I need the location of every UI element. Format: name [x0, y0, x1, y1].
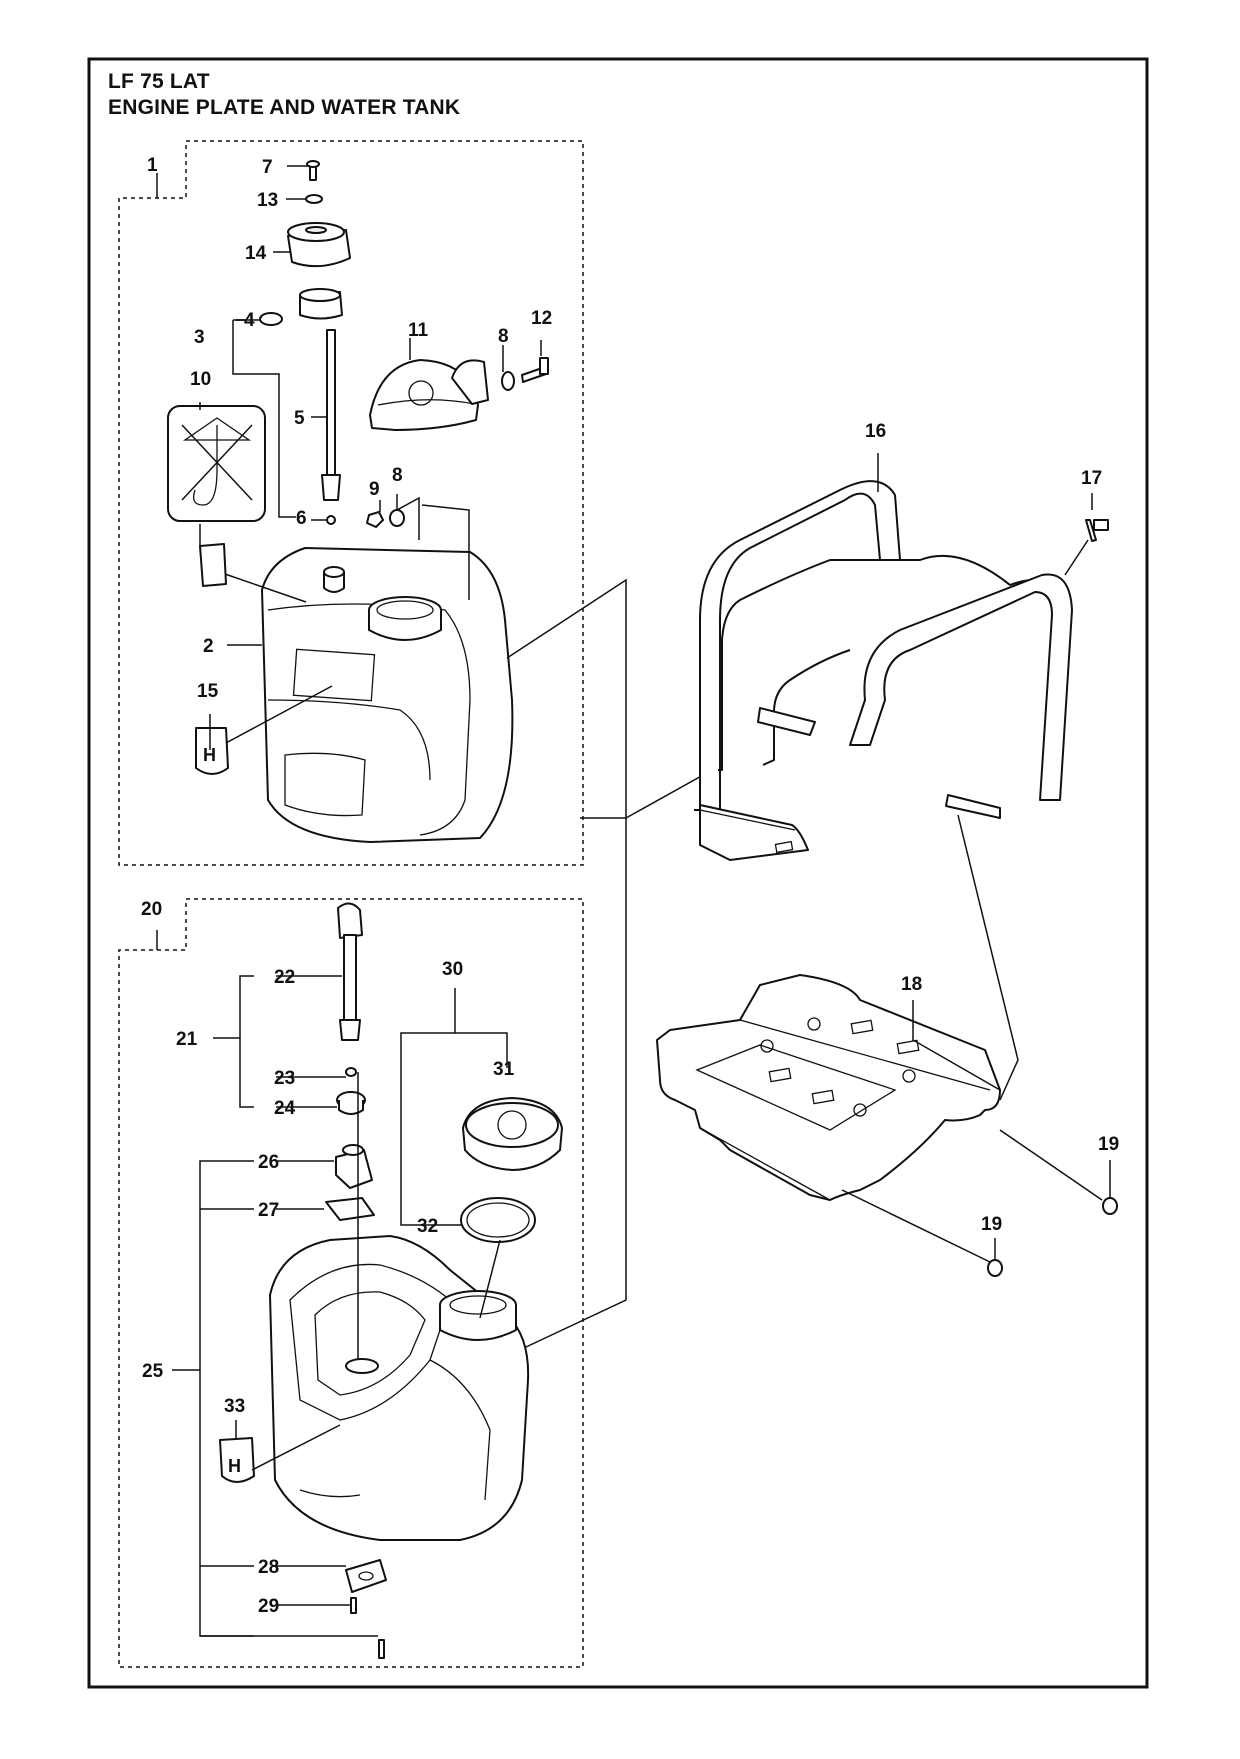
callout-25: 25 — [142, 1361, 164, 1382]
callout-6: 6 — [296, 508, 307, 529]
callout-17: 17 — [1081, 468, 1102, 489]
brand-badge-33: H — [219, 1437, 255, 1483]
callout-7: 7 — [262, 157, 273, 178]
callout-16: 16 — [865, 421, 886, 442]
callout-4: 4 — [244, 310, 255, 331]
callout-10: 10 — [190, 369, 211, 390]
level-indicator-upper — [259, 160, 351, 525]
callout-13: 13 — [257, 190, 278, 211]
svg-text:H: H — [203, 745, 216, 765]
engine-plate-18 — [656, 974, 1118, 1277]
callout-8b: 8 — [392, 465, 403, 486]
callout-11: 11 — [408, 320, 429, 341]
callout-15: 15 — [197, 681, 219, 702]
filler-cap-31 — [460, 1097, 563, 1243]
callout-21: 21 — [176, 1029, 198, 1050]
callout-29: 29 — [258, 1596, 279, 1617]
assembly-box-1 — [118, 140, 584, 866]
callout-labels: 1 7 13 14 4 3 11 8 12 10 5 9 8 6 2 15 16… — [141, 155, 1119, 1617]
level-indicator-lower — [325, 902, 375, 1221]
bottom-plate-28 — [345, 1559, 387, 1659]
callout-27: 27 — [258, 1200, 279, 1221]
tank-cover-11 — [366, 357, 549, 528]
water-tank-upper — [261, 547, 514, 843]
callout-3: 3 — [194, 327, 205, 348]
callout-12: 12 — [531, 308, 552, 329]
callout-8a: 8 — [498, 326, 509, 347]
leaders-lower — [156, 817, 627, 1637]
callout-9: 9 — [369, 479, 380, 500]
callout-33: 33 — [224, 1396, 245, 1417]
callout-14: 14 — [245, 243, 267, 264]
roll-bar-16 — [694, 480, 1109, 861]
water-tank-lower — [269, 1235, 530, 1541]
callout-28: 28 — [258, 1557, 279, 1578]
callout-31: 31 — [493, 1059, 515, 1080]
callout-20: 20 — [141, 899, 162, 920]
callout-19b: 19 — [981, 1214, 1002, 1235]
callout-32: 32 — [417, 1216, 438, 1237]
leaders-right — [841, 453, 1111, 1263]
warning-decal-10 — [167, 405, 266, 587]
callout-18: 18 — [901, 974, 922, 995]
callout-1: 1 — [147, 155, 158, 176]
callout-26: 26 — [258, 1152, 279, 1173]
svg-text:H: H — [228, 1456, 241, 1476]
leaders-upper — [156, 165, 542, 750]
callout-19a: 19 — [1098, 1134, 1119, 1155]
page-frame — [87, 57, 1149, 1689]
callout-22: 22 — [274, 967, 295, 988]
model-title: LF 75 LAT — [108, 70, 210, 93]
callout-30: 30 — [442, 959, 463, 980]
callout-5: 5 — [294, 408, 305, 429]
callout-23: 23 — [274, 1068, 295, 1089]
brand-badge-15: H — [195, 727, 229, 775]
callout-24: 24 — [274, 1098, 296, 1119]
section-title: ENGINE PLATE AND WATER TANK — [108, 96, 461, 119]
callout-2: 2 — [203, 636, 214, 657]
